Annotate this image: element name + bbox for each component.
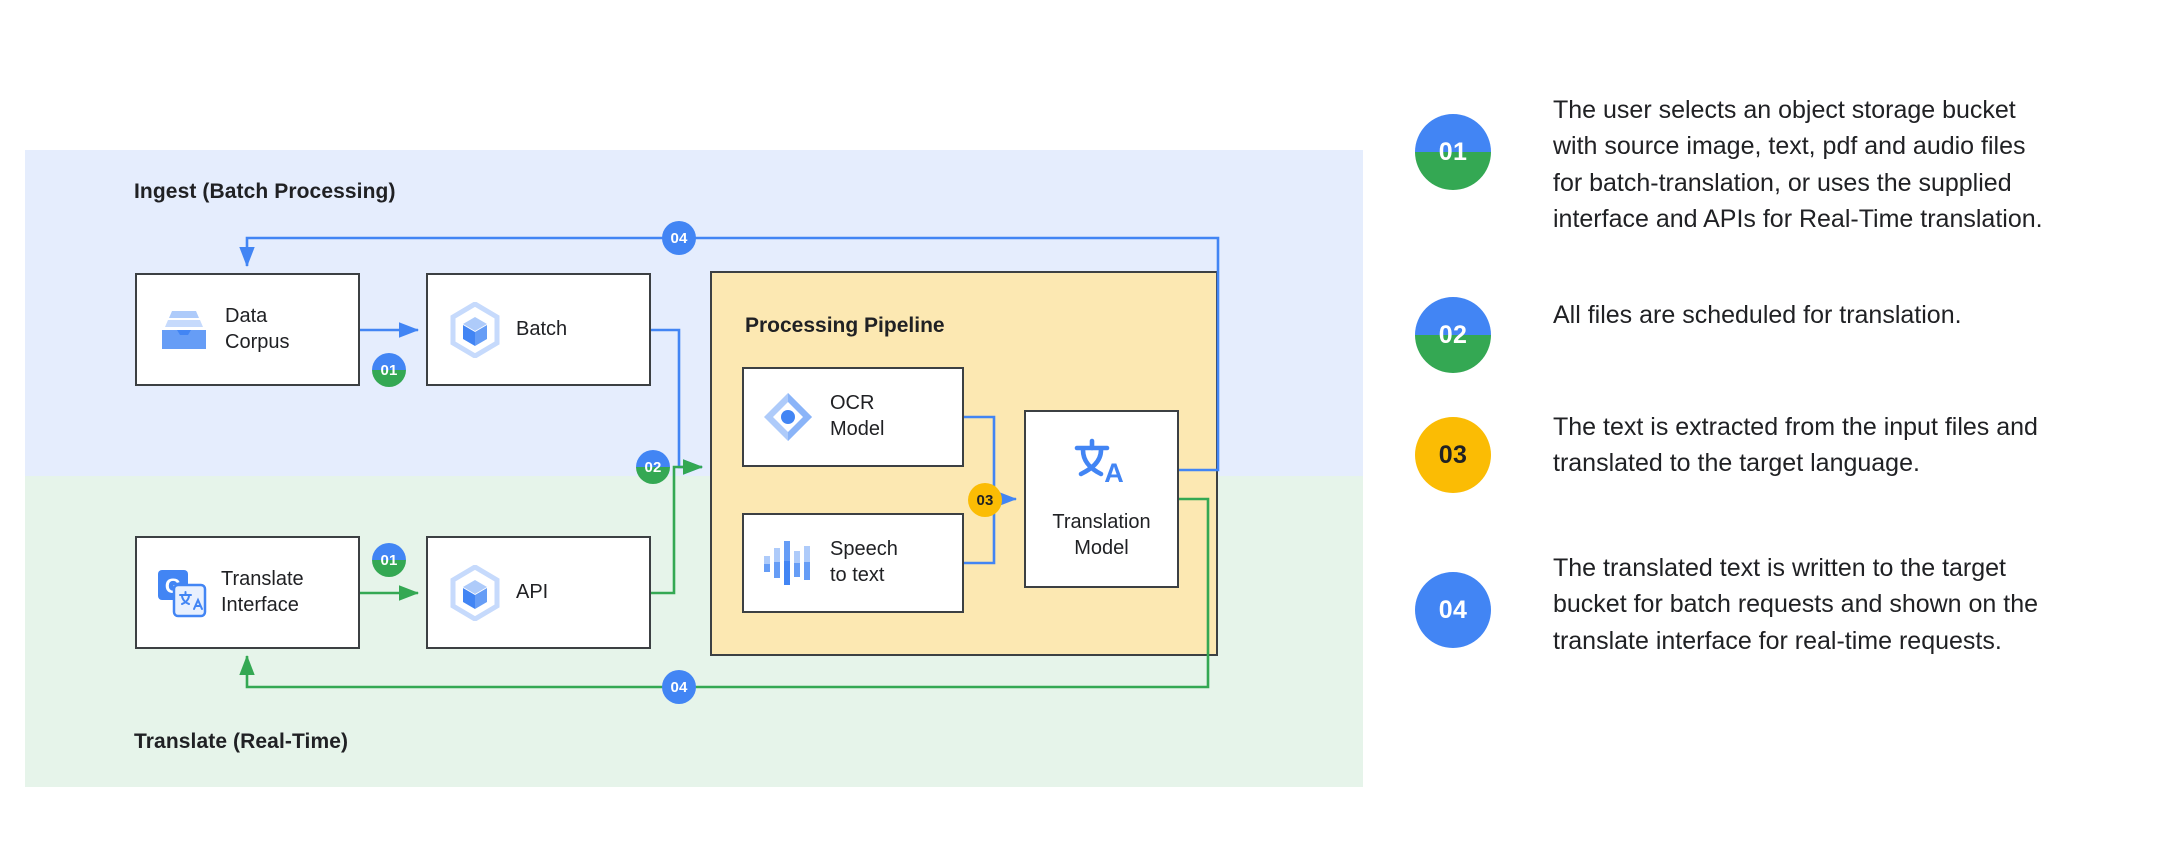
processing-pipeline-title: Processing Pipeline	[745, 314, 945, 337]
badge-01-interface-to-api: 01	[372, 543, 406, 577]
archive-tray-icon	[155, 304, 213, 356]
node-label: Translate Interface	[221, 567, 304, 616]
badge-04-batch-return: 04	[662, 221, 696, 255]
node-label: OCR Model	[830, 392, 885, 440]
legend-text-04: The translated text is written to the ta…	[1553, 554, 2039, 655]
node-label: Translation Model	[1052, 511, 1151, 559]
node-label: Data Corpus	[225, 304, 290, 353]
node-data-corpus[interactable]: Data Corpus	[135, 273, 360, 386]
node-label: API	[516, 580, 549, 603]
badge-02-to-pipeline: 02	[636, 450, 670, 484]
legend-badge-03: 03	[1415, 417, 1491, 493]
diamond-vision-icon	[760, 389, 816, 445]
node-label: Batch	[516, 317, 568, 340]
svg-text:A: A	[1104, 458, 1124, 488]
node-speech-to-text[interactable]: Speech to text	[742, 513, 964, 613]
legend-item-01: 01 The user selects an object storage bu…	[1415, 92, 2055, 237]
badge-04-realtime-return: 04	[662, 670, 696, 704]
legend-text-01: The user selects an object storage bucke…	[1553, 96, 2043, 233]
waveform-icon	[760, 537, 816, 589]
google-translate-icon: G	[155, 567, 209, 619]
legend-badge-01: 01	[1415, 114, 1491, 190]
legend-item-02: 02 All files are scheduled for translati…	[1415, 297, 1962, 373]
legend-badge-04: 04	[1415, 572, 1491, 648]
legend-item-04: 04 The translated text is written to the…	[1415, 550, 2055, 659]
node-translation-model[interactable]: A Translation Model	[1024, 410, 1179, 588]
badge-03-to-translation-model: 03	[968, 483, 1002, 517]
node-label: Speech to text	[830, 538, 898, 586]
legend-item-03: 03 The text is extracted from the input …	[1415, 409, 2055, 493]
node-batch[interactable]: Batch	[426, 273, 651, 386]
translate-glyph-icon: A	[1071, 436, 1133, 496]
badge-01-corpus-to-batch: 01	[372, 353, 406, 387]
legend-badge-02: 02	[1415, 297, 1491, 373]
node-translate-interface[interactable]: G Translate Interface	[135, 536, 360, 649]
band-title-ingest: Ingest (Batch Processing)	[134, 180, 396, 203]
cube-hexagon-icon	[446, 301, 504, 358]
node-ocr-model[interactable]: OCR Model	[742, 367, 964, 467]
legend-text-03: The text is extracted from the input fil…	[1553, 413, 2038, 478]
band-title-translate: Translate (Real-Time)	[134, 730, 349, 753]
node-api[interactable]: API	[426, 536, 651, 649]
cube-hexagon-icon	[446, 564, 504, 621]
legend-text-02: All files are scheduled for translation.	[1553, 301, 1962, 329]
